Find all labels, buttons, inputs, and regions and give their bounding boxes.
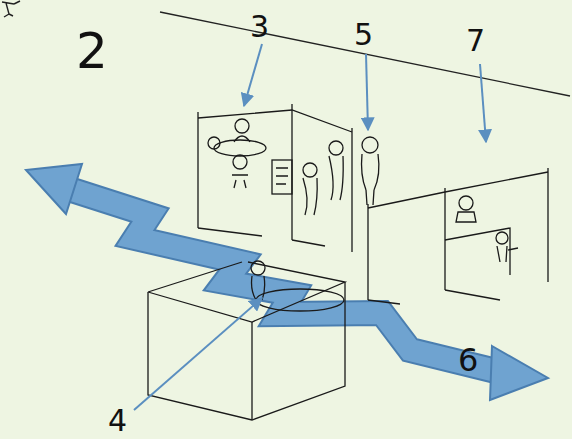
desk-ellipse — [256, 289, 344, 311]
leader-line — [366, 54, 368, 130]
person-head — [362, 137, 378, 153]
box-top — [148, 262, 345, 322]
chair — [232, 175, 248, 188]
person-head — [459, 196, 473, 210]
booth-post — [197, 112, 198, 228]
booth-divider — [445, 228, 510, 275]
person-body — [234, 136, 250, 142]
booth-bottom-edge — [445, 290, 500, 300]
person-head — [235, 119, 249, 133]
callout-number: 7 — [466, 26, 485, 56]
person-body — [497, 246, 518, 262]
person-head — [329, 141, 343, 155]
pinboard-notes — [276, 168, 288, 184]
arrow-band — [72, 190, 500, 372]
scribble-mark — [2, 1, 20, 17]
meeting-booth — [198, 104, 352, 252]
box-edge — [251, 322, 252, 420]
leader-line — [134, 298, 262, 410]
booth-post — [351, 128, 352, 252]
person-body — [303, 178, 317, 215]
booth-bottom-edge — [198, 228, 262, 236]
person-body — [362, 154, 379, 205]
round-table — [214, 140, 266, 156]
person-body — [329, 156, 343, 200]
work-booth — [368, 168, 548, 304]
booth-bottom-edge — [292, 240, 325, 246]
booth-top-edge — [368, 172, 548, 208]
callout-number: 2 — [76, 26, 108, 76]
person-head — [208, 137, 220, 149]
person-head — [251, 261, 265, 275]
callout-number: 3 — [250, 12, 269, 42]
arrow-band-outline — [72, 190, 500, 372]
booth-post — [444, 188, 445, 290]
person-body — [456, 212, 476, 222]
callout-number: 6 — [458, 344, 478, 376]
person-head — [303, 163, 317, 177]
standing-person — [362, 137, 379, 205]
leader-line — [244, 44, 262, 106]
reception-box — [148, 261, 345, 420]
booth-post — [547, 168, 548, 282]
person-body — [252, 276, 265, 300]
callout-number: 4 — [108, 406, 127, 436]
arrow-head-left — [26, 164, 82, 214]
booth-post — [367, 204, 368, 300]
callout-leaders — [134, 44, 486, 410]
box-sides — [148, 282, 345, 420]
wall-line — [160, 12, 570, 96]
booth-bottom-edge — [368, 300, 400, 304]
arrow-head-right — [490, 346, 548, 400]
corner-scribble — [2, 1, 20, 17]
booth-top-edge — [198, 110, 352, 132]
callout-number: 5 — [354, 20, 373, 50]
leader-line — [480, 64, 486, 142]
circulation-arrow — [26, 164, 548, 400]
person-head — [233, 155, 247, 169]
pinboard — [272, 160, 292, 194]
person-head — [496, 232, 508, 244]
